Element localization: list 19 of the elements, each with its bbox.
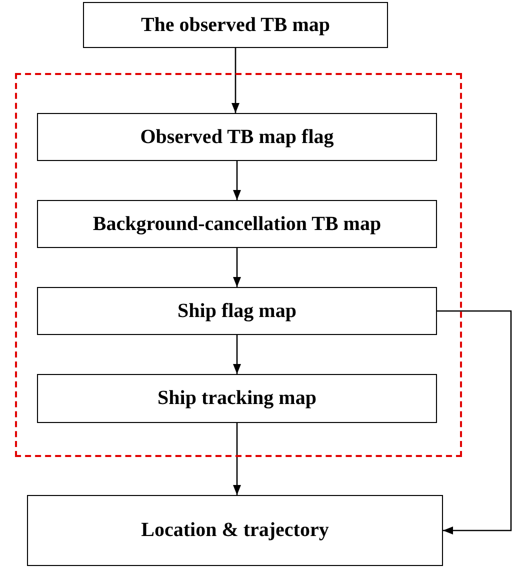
- process-box: [37, 374, 437, 423]
- process-box: [27, 495, 443, 566]
- arrow: [233, 248, 241, 287]
- arrow: [232, 48, 240, 113]
- box-label: Ship flag map: [178, 300, 296, 322]
- dashed-group-box: [15, 73, 462, 457]
- box-label: Observed TB map flag: [140, 126, 334, 148]
- arrow: [233, 423, 241, 495]
- process-box: [37, 200, 437, 248]
- box-label: Ship tracking map: [158, 387, 316, 410]
- arrow: [233, 335, 241, 374]
- arrow: [437, 310, 512, 534]
- process-box: [37, 287, 437, 335]
- process-box: [83, 2, 388, 48]
- box-label: The observed TB map: [140, 14, 330, 36]
- box-label: Location & trajectory: [141, 519, 329, 542]
- process-box: [37, 113, 437, 161]
- box-label: Background-cancellation TB map: [92, 212, 382, 236]
- arrow: [233, 161, 241, 200]
